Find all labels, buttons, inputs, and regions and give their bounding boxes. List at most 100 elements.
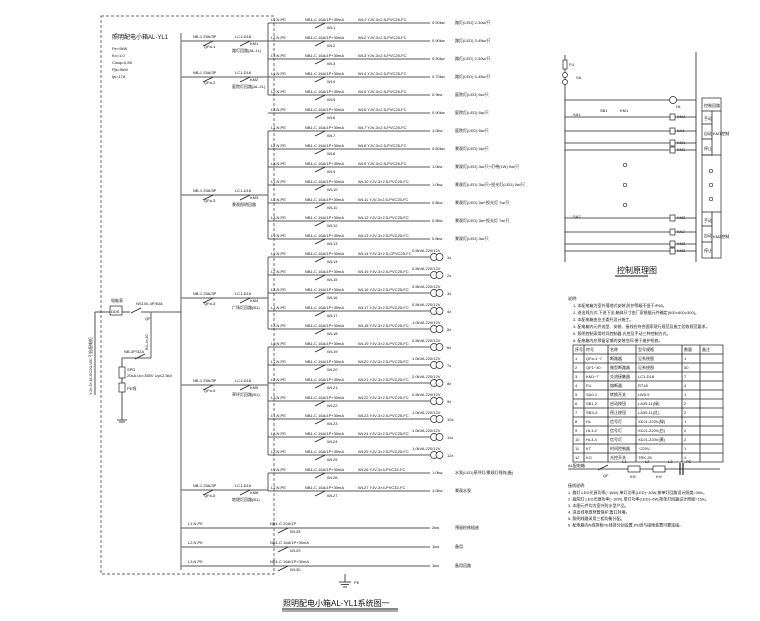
switch-blade [239,384,251,391]
switch-blade [202,297,214,304]
circuit-desc: 3x [447,291,451,296]
side-table-row: 自动 [704,130,712,136]
circuit-desc: 景观灯(LED) 3w/只 [455,235,489,241]
km1-label: KM1 [620,108,629,113]
circuit-breaker-switch [314,40,326,47]
circuit-load: 0.5kVA 220/12V [412,338,441,343]
table-cell: 1 [684,455,687,460]
feeder-label: BV-4×10 [144,334,149,350]
table-cell: 1 [684,392,687,397]
circuit-cable: WL14 YJV-3×2.5-CPVC25-FC [358,251,412,256]
sa2-label: SA2 [573,214,581,219]
circuit-breaker: NB1-C 16A/1P+30mA [305,395,344,400]
circuit-breaker-switch [314,292,326,299]
circuit-phase: L3,N,PE [271,287,286,292]
circuit-breaker-switch [314,130,326,137]
terminal-dot [622,202,628,208]
wiring-note: 6. 配电箱内N线排和PE线排分别设置,PE线与接地装置可靠连接。 [568,522,683,528]
selector-icon [562,72,568,78]
switch-blade [314,94,326,101]
circuit-phase: L3,N,PE [271,161,286,166]
circuit-desc: 路灯(LED) 2-30w/只 [455,19,491,25]
table-cell: QFa-1~7 [586,356,603,361]
switch-blade [314,40,326,47]
circuit-phase: L3,N,PE [271,215,286,220]
spare-desc: 预留检修插座 [455,524,479,530]
lamp-label: HL [676,104,682,109]
wiring-note: 3. 本图元件均为室外防水型产品。 [568,502,628,508]
switch-blade [202,194,214,201]
switch-blade [314,454,326,461]
circuit-tag: WL17 [327,313,338,318]
table-cell: LW5-5 [638,392,650,397]
contactor-tag: KM2 [250,77,259,82]
group-contactor: LC1-D18 [235,34,252,39]
circuit-cable: WL17 YJV-3×2.5-PVC25-FC [358,305,409,310]
circuit-phase: L1,N,PE [271,71,286,76]
circuit-breaker-switch [314,418,326,425]
circuit-tag: WL15 [327,277,338,282]
side-table-row: 自动 [704,232,712,238]
circuit-desc: 景观灯(LED) 3w/只+灯带(1W) 9w/只 [455,163,519,169]
group-desc: 草坪灯回路(B1) [232,391,260,397]
wiring-note: 4. 进出线电缆穿管保护,管口封堵。 [568,509,630,515]
circuit-tag: WL4 [327,79,336,84]
side-table-header: 控制回路 [704,102,720,108]
group-breaker-switch [202,384,214,391]
main-breaker-tag: QF [145,316,151,321]
group-breaker-tag: QFa-2 [204,80,216,85]
table-cell: 信号灯 [610,436,622,442]
wiring-label: KH [656,474,662,479]
switch-blade [314,364,326,371]
circuit-breaker: NB1-C 16A/1P+30mA [305,179,344,184]
group-breaker: NB-1 25A/3P [193,70,217,75]
spare-breaker-switch [277,565,289,572]
circuit-load: 1.0kw [432,470,443,475]
circuit-breaker-switch [314,274,326,281]
circuit-breaker: NB1-C 16A/1P+30mA [305,323,344,328]
wiring-label: KH [630,474,636,479]
terminal-dot [708,168,714,174]
notes-block: 说明:1. 本配电箱为室外落地式安装,防护等级不低于IP65。2. 进出线方式:… [568,295,709,343]
table-header: 数量 [684,346,692,352]
circuit-phase: L2,N,PE [271,143,286,148]
circuit-tag: WL26 [327,475,338,480]
group-breaker-switch [202,297,214,304]
box-param: Pe=9kW [112,46,127,51]
relay-label: KA2 [677,229,685,234]
contactor-switch [239,76,251,83]
side-table-frame [701,97,722,259]
circuit-cable: WL24 YJV-3×2.5-PVC25-FC [358,431,409,436]
table-cell: 2 [684,437,687,442]
circuit-phase: L3,N,PE [271,53,286,58]
meter-label: 电能表 [111,297,123,303]
circuit-breaker-switch [314,364,326,371]
circuit-desc: 庭院灯(LED) 6w/只 [455,109,489,115]
table-cell: 停止按钮 [610,409,626,415]
table-cell: 时间控制器 [610,445,630,451]
main-breaker-label: NS100-4P/63A [136,301,163,306]
circuit-desc: 景观灯(LED) 3w/只+投光灯(LED) 9w/只 [455,181,525,187]
circuit-cable: WL3 YJV-3×2.5-PVC25-FC [358,53,407,58]
circuit-phase: L2,N,PE [271,377,286,382]
wiring-note: 1. 路灯:LED光源功率(~1kW),单灯功率(LED)~30W,按单灯回路设… [568,489,707,495]
notes-title: 说明: [568,295,577,301]
switch-blade [314,166,326,173]
diagram-title: 照明配电小箱AL-YL1系统图一 [283,598,390,608]
relay-coil-icon [669,228,676,236]
circuit-breaker: NB1-C 16A/1P+30mA [305,71,344,76]
circuit-tag: WL2 [327,43,336,48]
table-cell: SB3-4 [586,410,598,415]
